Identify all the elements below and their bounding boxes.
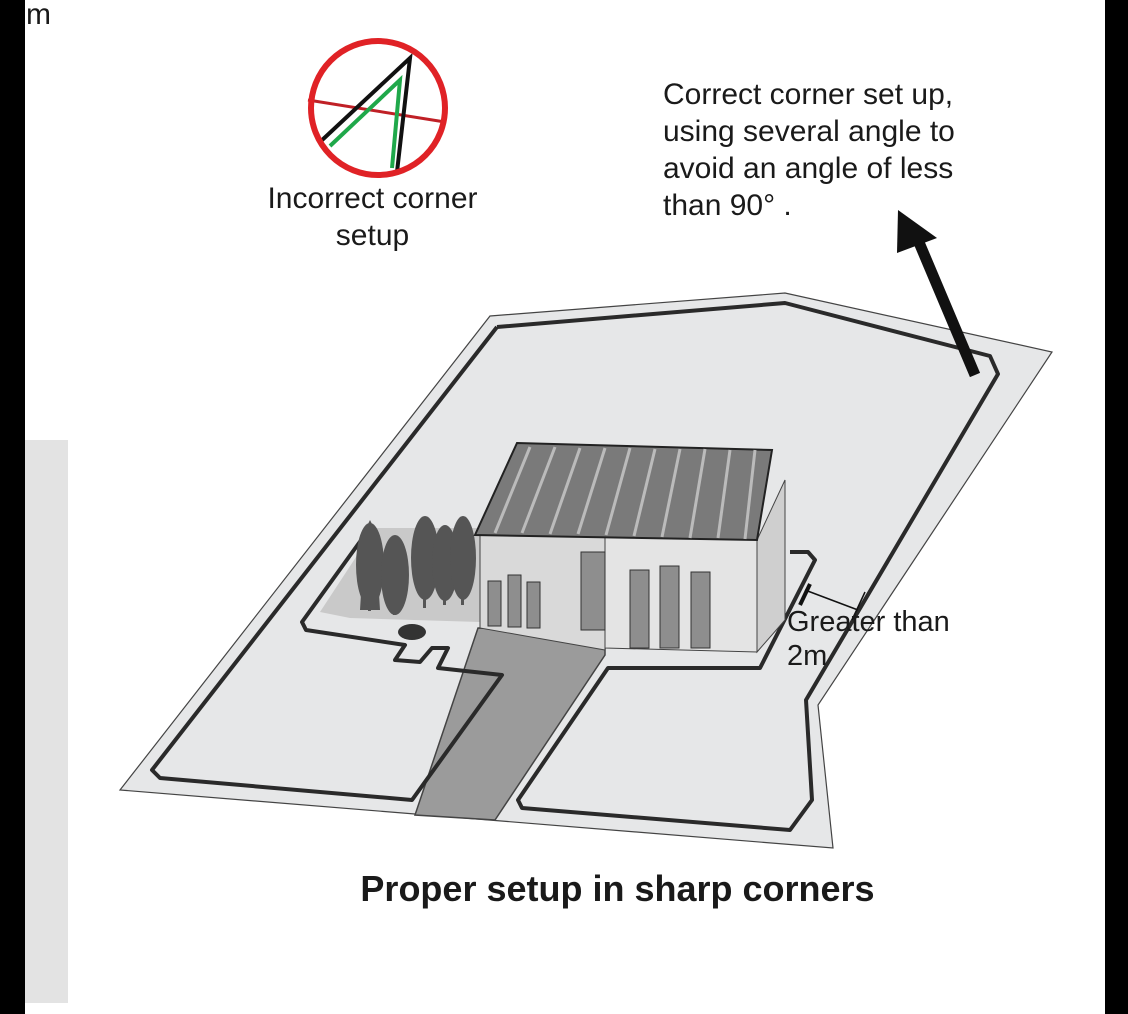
side-scroll-strip xyxy=(25,440,68,1003)
partial-text: m xyxy=(26,0,51,31)
correct-corner-label: Correct corner set up, using several ang… xyxy=(663,76,955,224)
trees xyxy=(356,516,476,615)
house xyxy=(473,441,786,654)
arrow-icon xyxy=(897,210,981,378)
right-black-border xyxy=(1105,0,1128,1014)
label-line: using several angle to xyxy=(663,115,955,148)
left-black-border xyxy=(0,0,25,1014)
robot-mower xyxy=(398,624,426,640)
boundary-wire xyxy=(496,301,1000,832)
roof xyxy=(473,441,774,542)
incorrect-corner-label: Incorrect corner setup xyxy=(267,182,478,252)
label-line: than 90° . xyxy=(663,189,792,222)
boundary-wire-left xyxy=(150,325,504,802)
distance-marker xyxy=(798,583,866,621)
label-line: Correct corner set up, xyxy=(663,78,954,111)
incorrect-corner-icon xyxy=(307,38,448,178)
label-line: avoid an angle of less xyxy=(663,152,954,185)
distance-label: Greater than 2m xyxy=(787,605,950,673)
label-line: Greater than xyxy=(787,606,950,638)
diagram-title: Proper setup in sharp corners xyxy=(360,868,875,909)
label-line: 2m xyxy=(787,640,828,672)
